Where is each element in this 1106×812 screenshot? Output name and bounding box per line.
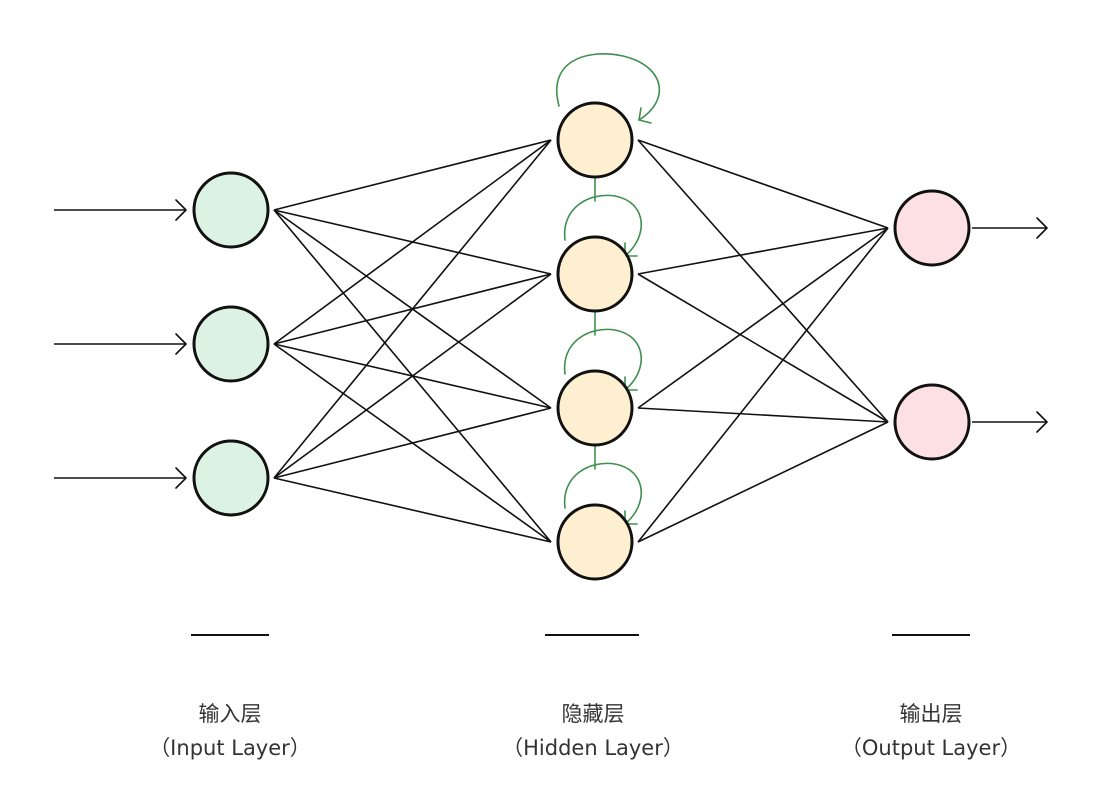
- neuron-nodes: [192, 101, 971, 581]
- input-layer-label: 输入层 （Input Layer）: [130, 697, 330, 765]
- input-arrowhead-1: [175, 199, 187, 221]
- hidden-node-4: [556, 503, 634, 581]
- connection-lines: [273, 139, 889, 543]
- connection-hidden-2-to-output-1: [637, 227, 889, 275]
- connection-hidden-1-to-output-1: [637, 139, 889, 229]
- input-node-1: [192, 171, 270, 249]
- connection-input-3-to-hidden-4: [273, 477, 552, 543]
- output-layer-label: 输出层 （Output Layer）: [811, 697, 1051, 765]
- output-arrowhead-2: [1036, 411, 1048, 433]
- input-node-2: [192, 305, 270, 383]
- connection-input-1-to-hidden-1: [273, 139, 552, 211]
- input-node-3: [192, 439, 270, 517]
- self-loop-hidden-1: [556, 53, 661, 121]
- output-layer-subtitle: （Output Layer）: [840, 736, 1022, 760]
- connection-hidden-1-to-output-2: [637, 139, 889, 423]
- connection-input-3-to-hidden-2: [273, 273, 552, 479]
- connection-hidden-4-to-output-2: [637, 421, 889, 543]
- connection-input-3-to-hidden-3: [273, 407, 552, 479]
- self-loop-arrowhead-hidden-1: [638, 107, 652, 124]
- input-arrowhead-2: [175, 333, 187, 355]
- connection-hidden-3-to-output-1: [637, 227, 889, 409]
- hidden-layer-subtitle: （Hidden Layer）: [502, 736, 684, 760]
- output-layer-name: 输出层: [899, 702, 963, 726]
- input-arrowhead-3: [175, 467, 187, 489]
- connection-hidden-4-to-output-1: [637, 227, 889, 543]
- hidden-node-3: [556, 369, 634, 447]
- hidden-node-2: [556, 235, 634, 313]
- self-loop-hidden-4: [563, 462, 642, 525]
- connection-input-2-to-hidden-1: [273, 139, 552, 345]
- input-layer-name: 输入层: [198, 702, 262, 726]
- hidden-layer-name: 隐藏层: [561, 702, 625, 726]
- recurrent-loops: [556, 53, 661, 525]
- output-arrowhead-1: [1036, 217, 1048, 239]
- self-loop-hidden-2: [563, 194, 642, 257]
- connection-hidden-3-to-output-2: [637, 407, 889, 423]
- hidden-node-1: [556, 101, 634, 179]
- output-node-1: [893, 189, 971, 267]
- connection-input-3-to-hidden-1: [273, 139, 552, 479]
- io-arrows: [54, 199, 1048, 489]
- self-loop-hidden-3: [563, 328, 642, 391]
- output-node-2: [893, 383, 971, 461]
- input-layer-subtitle: （Input Layer）: [149, 736, 311, 760]
- hidden-layer-label: 隐藏层 （Hidden Layer）: [473, 697, 713, 765]
- connection-hidden-2-to-output-2: [637, 273, 889, 423]
